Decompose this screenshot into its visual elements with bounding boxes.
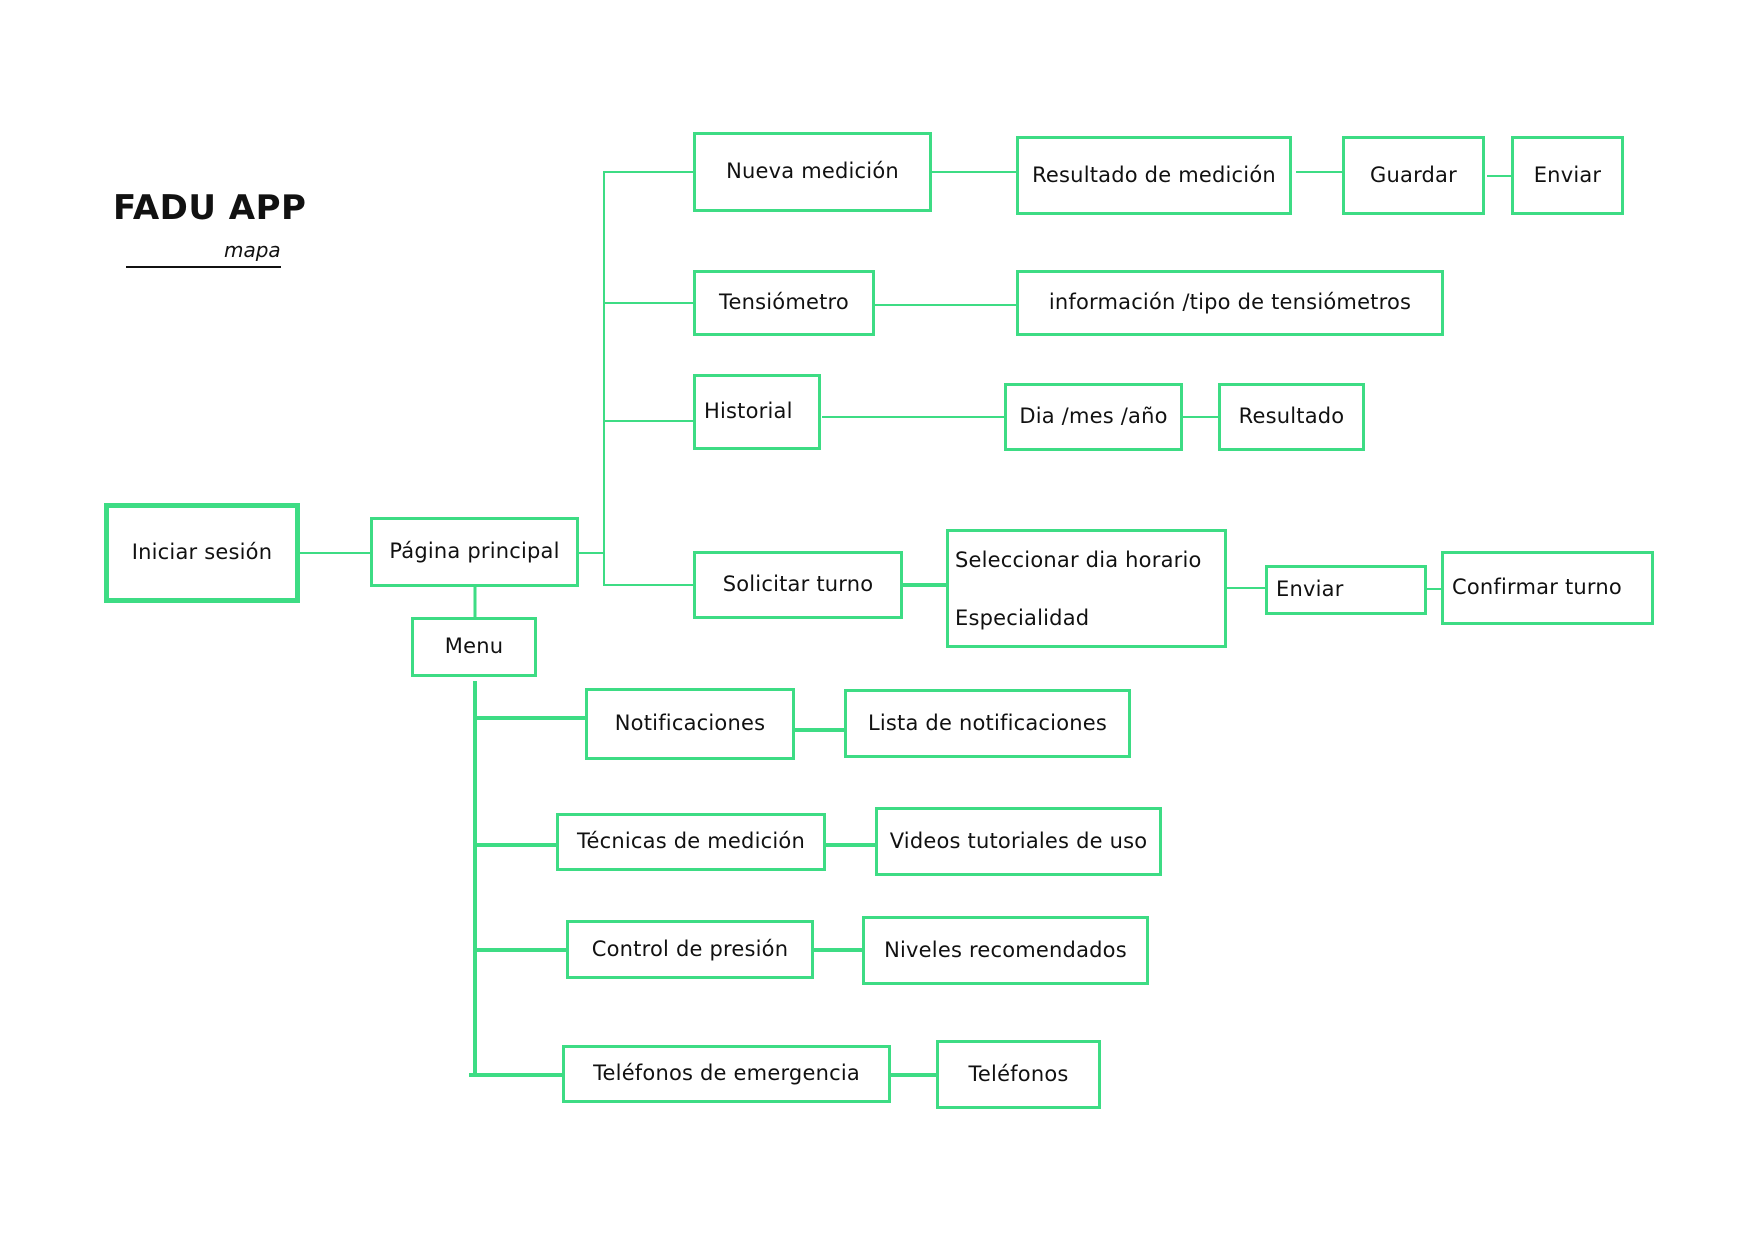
node-label: Iniciar sesión (131, 540, 273, 565)
node-label: Técnicas de medición (577, 829, 805, 854)
node-control-presion: Control de presión (566, 920, 814, 979)
node-resultado-historial: Resultado (1218, 383, 1365, 451)
node-pagina-principal: Página principal (370, 517, 579, 587)
node-enviar-turno: Enviar (1265, 565, 1427, 615)
node-label: Notificaciones (614, 711, 766, 736)
node-label: Confirmar turno (1452, 575, 1622, 600)
node-iniciar-sesion: Iniciar sesión (104, 503, 300, 603)
node-dia-mes-ano: Dia /mes /año (1004, 383, 1183, 451)
node-niveles-recomendados: Niveles recomendados (862, 916, 1149, 985)
node-label: Guardar (1370, 162, 1457, 187)
node-resultado-medicion: Resultado de medición (1016, 136, 1292, 215)
node-label: Nueva medición (726, 159, 899, 184)
node-label: Menu (444, 634, 504, 659)
node-info-tensiometros: información /tipo de tensiómetros (1016, 270, 1444, 336)
node-lista-notificaciones: Lista de notificaciones (844, 689, 1131, 758)
node-seleccionar-dia-especialidad: Seleccionar dia horario Especialidad (946, 529, 1227, 648)
node-label: Resultado (1238, 404, 1345, 429)
especialidad-label: Especialidad (955, 605, 1090, 630)
node-label: Dia /mes /año (1019, 404, 1168, 429)
node-guardar: Guardar (1342, 136, 1485, 215)
node-label: Videos tutoriales de uso (889, 828, 1148, 853)
node-telefonos: Teléfonos (936, 1040, 1101, 1109)
seleccionar-dia-label: Seleccionar dia horario (955, 548, 1202, 572)
node-tensiometro: Tensiómetro (693, 270, 875, 336)
node-label: Solicitar turno (722, 572, 874, 597)
title-underline (126, 266, 281, 268)
node-enviar-medicion: Enviar (1511, 136, 1624, 215)
node-videos-tutoriales: Videos tutoriales de uso (875, 807, 1162, 876)
node-tecnicas-medicion: Técnicas de medición (556, 813, 826, 871)
node-label: Control de presión (591, 936, 789, 961)
node-label: Teléfonos (968, 1061, 1069, 1086)
node-label: Niveles recomendados (884, 937, 1127, 962)
node-label: Enviar (1276, 577, 1344, 602)
node-label: Lista de notificaciones (867, 710, 1108, 735)
app-title: FADU APP (113, 188, 307, 228)
node-solicitar-turno: Solicitar turno (693, 551, 903, 619)
node-notificaciones: Notificaciones (585, 688, 795, 760)
node-label: Página principal (389, 539, 560, 564)
node-label: Enviar (1533, 162, 1602, 187)
node-confirmar-turno: Confirmar turno (1441, 551, 1654, 625)
node-label: Resultado de medición (1032, 162, 1276, 187)
node-label: Historial (704, 399, 793, 424)
node-label: Teléfonos de emergencia (593, 1061, 860, 1086)
node-telefonos-emergencia: Teléfonos de emergencia (562, 1045, 891, 1103)
node-nueva-medicion: Nueva medición (693, 132, 932, 212)
node-label: información /tipo de tensiómetros (1048, 290, 1412, 315)
node-historial: Historial (693, 374, 821, 450)
map-subtitle: mapa (224, 238, 281, 262)
node-label: Tensiómetro (719, 290, 849, 315)
node-menu: Menu (411, 617, 537, 677)
